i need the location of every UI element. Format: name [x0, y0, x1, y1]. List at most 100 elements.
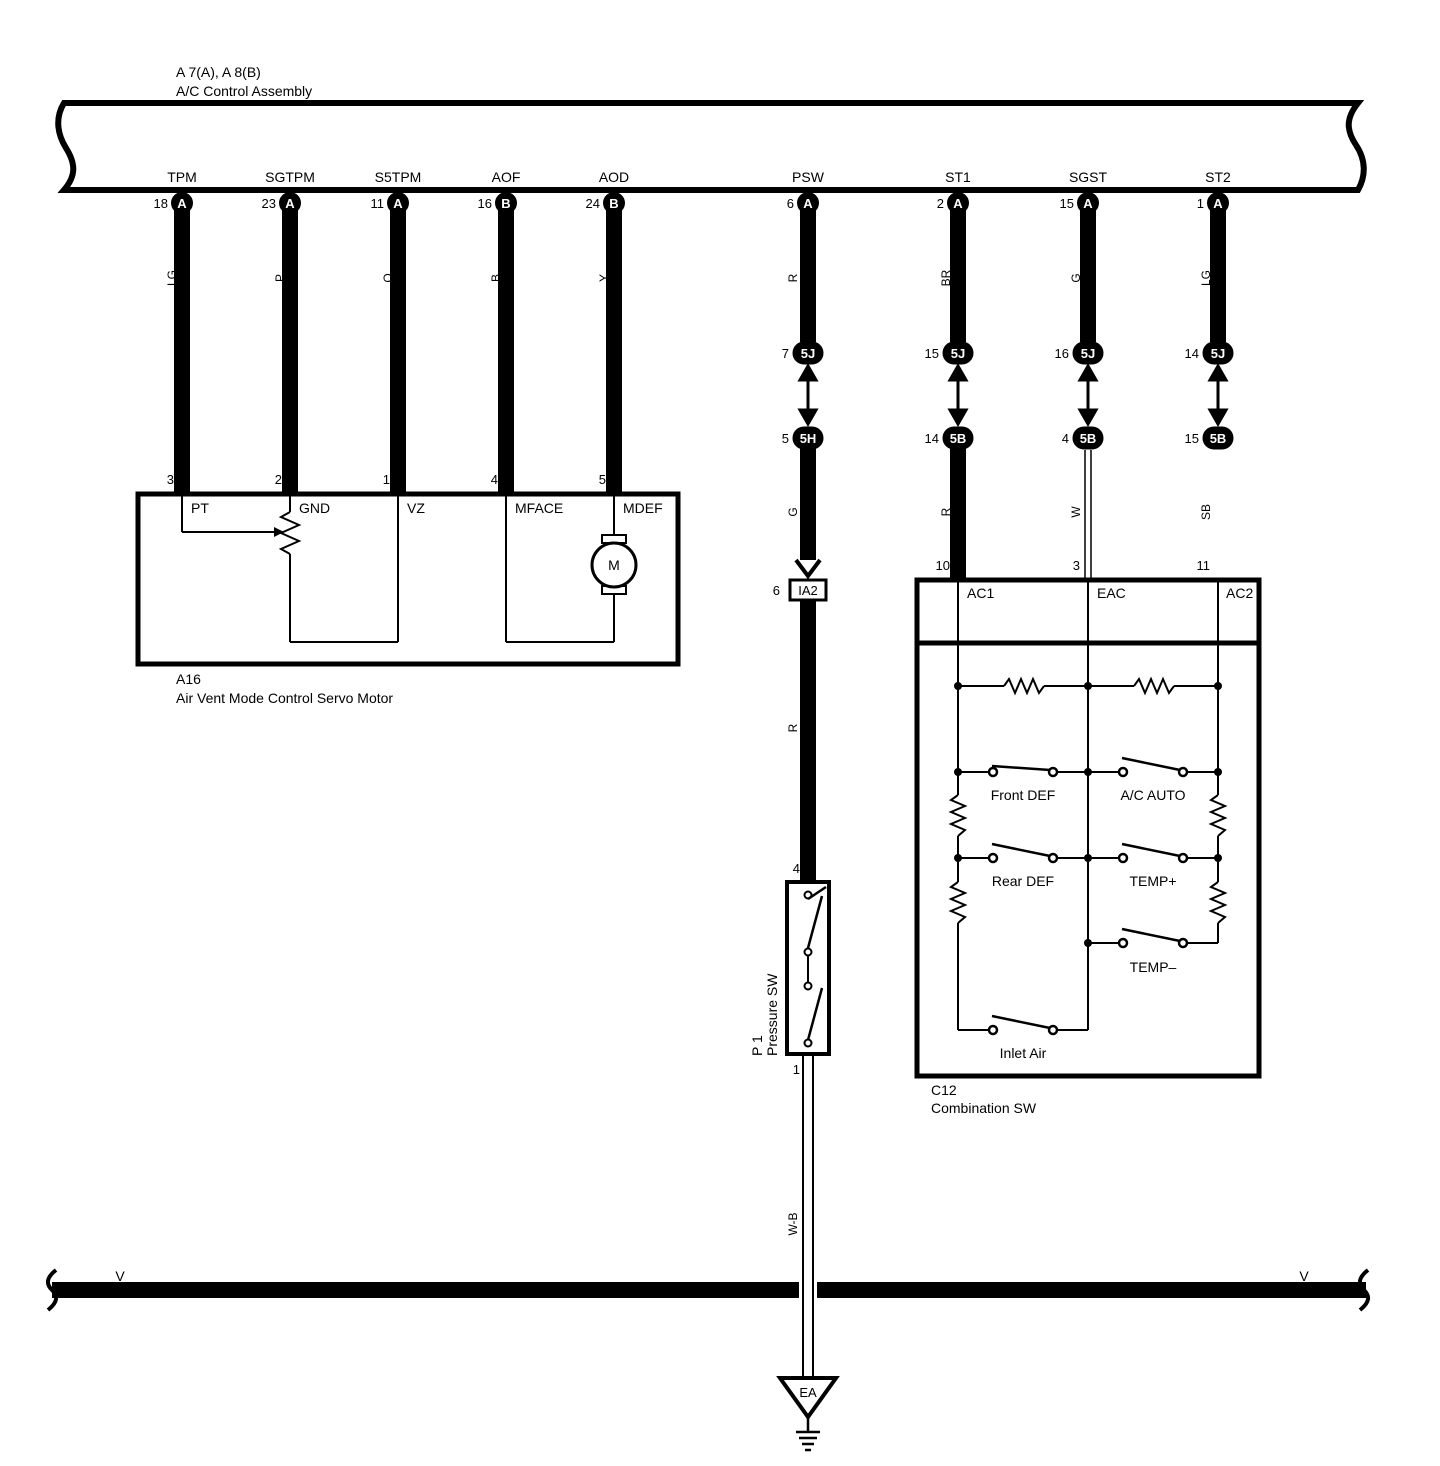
terminal-pin-aof: 16 — [478, 196, 492, 211]
terminal-conn-st1: A — [953, 196, 963, 211]
wire-color-ground: W-B — [786, 1212, 800, 1235]
terminal-st2 — [1207, 192, 1229, 214]
wire-sgst-lower — [1084, 450, 1092, 580]
ground-tag: EA — [799, 1385, 817, 1400]
pressure-sw-box — [785, 880, 831, 1056]
junction-tag-sgst-5b: 5B — [1080, 431, 1097, 446]
terminal-sgst — [1077, 192, 1099, 214]
combo-sw-pin-eac: 3 — [1073, 558, 1080, 573]
pressure-sw-ref: P 1 — [749, 1035, 765, 1056]
terminal-conn-aod: B — [609, 196, 618, 211]
terminal-pin-tpm: 18 — [154, 196, 168, 211]
junction-connectors — [792, 341, 1234, 450]
ia2-tag: IA2 — [798, 583, 818, 598]
ia2-pin: 6 — [773, 583, 780, 598]
junction-tag-psw-5j: 5J — [801, 346, 815, 361]
combo-sw-terminal-ac2: AC2 — [1226, 585, 1253, 601]
ground-triangle — [776, 1376, 840, 1421]
combo-sw-pin-ac2: 11 — [1197, 558, 1211, 573]
junction-tag-st2-5j: 5J — [1211, 346, 1225, 361]
terminal-pin-st2: 1 — [1197, 196, 1204, 211]
link-sgst — [1077, 362, 1099, 428]
switch-label-front-def: Front DEF — [991, 787, 1056, 803]
v-bus-label-left: V — [115, 1268, 125, 1284]
wire-color-sgst-upper: G — [1069, 273, 1083, 282]
terminal-name-sgst: SGST — [1069, 169, 1108, 185]
combo-sw-pin-ac1: 10 — [936, 558, 950, 573]
terminal-conn-s5tpm: A — [393, 196, 403, 211]
terminal-pin-sgtpm: 23 — [262, 196, 276, 211]
v-bus-right-break — [1357, 1268, 1371, 1312]
terminal-name-st2: ST2 — [1205, 169, 1231, 185]
combo-sw-ref: C12 — [931, 1082, 957, 1098]
servo-terminal-vz: VZ — [407, 500, 425, 516]
terminal-psw — [797, 192, 819, 214]
servo-terminal-gnd: GND — [299, 500, 330, 516]
terminal-conn-st2: A — [1213, 196, 1223, 211]
servo-name: Air Vent Mode Control Servo Motor — [176, 690, 393, 706]
servo-ref: A16 — [176, 671, 201, 687]
terminal-tpm — [171, 192, 193, 214]
ground-wire-through-bus — [802, 1278, 814, 1302]
wire-color-st1-upper: BR — [939, 269, 953, 286]
switch-temp-minus — [1117, 927, 1189, 949]
terminal-st1 — [947, 192, 969, 214]
switch-front-def — [987, 764, 1059, 778]
terminal-pin-psw: 6 — [787, 196, 794, 211]
servo-pin-mface: 4 — [491, 472, 498, 487]
wire-color-aof: B — [489, 274, 503, 282]
junction-pin-st1-5b: 14 — [925, 431, 939, 446]
motor-label: M — [608, 557, 620, 573]
switch-label-ac-auto: A/C AUTO — [1120, 787, 1185, 803]
v-bus-left-break — [45, 1268, 59, 1312]
servo-pin-vz: 1 — [383, 472, 390, 487]
pressure-sw-contacts — [803, 885, 827, 1048]
servo-terminal-mface: MFACE — [515, 500, 563, 516]
terminal-name-psw: PSW — [792, 169, 825, 185]
junction-pin-psw-5h: 5 — [782, 431, 789, 446]
wire-color-psw-upper: R — [786, 273, 800, 282]
wire-color-st2-lower: SB — [1199, 504, 1213, 520]
terminal-aof — [495, 192, 517, 214]
wire-color-psw-lower: R — [786, 723, 800, 732]
ia2-arrow — [794, 558, 822, 580]
terminal-pin-s5tpm: 11 — [371, 196, 385, 211]
servo-terminal-pt: PT — [191, 500, 209, 516]
terminal-connectors — [171, 192, 1229, 214]
v-bus-label-right: V — [1299, 1268, 1309, 1284]
wires — [174, 203, 1226, 882]
switch-label-rear-def: Rear DEF — [992, 873, 1054, 889]
junction-pin-sgst-5j: 16 — [1055, 346, 1069, 361]
wire-color-sgst-lower: W — [1069, 506, 1083, 518]
servo-pin-pt: 3 — [167, 472, 174, 487]
wiper-arrow — [274, 527, 284, 537]
ground-icon — [796, 1417, 820, 1452]
combo-sw-internal-lines — [948, 580, 1228, 1031]
junction-tag-st1-5j: 5J — [951, 346, 965, 361]
terminal-name-s5tpm: S5TPM — [375, 169, 422, 185]
v-bus-gap — [799, 1280, 817, 1300]
terminal-name-tpm: TPM — [167, 169, 197, 185]
switch-label-inlet-air: Inlet Air — [1000, 1045, 1047, 1061]
switch-temp-plus — [1117, 842, 1189, 864]
servo-internal-lines — [181, 494, 615, 643]
wire-color-tpm: LG — [165, 270, 179, 286]
terminal-conn-sgst: A — [1083, 196, 1093, 211]
wire-color-psw-mid: G — [786, 507, 800, 516]
terminal-name-aof: AOF — [492, 169, 521, 185]
servo-terminal-mdef: MDEF — [623, 500, 663, 516]
terminal-name-aod: AOD — [599, 169, 629, 185]
terminal-conn-sgtpm: A — [285, 196, 295, 211]
terminal-name-st1: ST1 — [945, 169, 971, 185]
combo-sw-terminal-ac1: AC1 — [967, 585, 994, 601]
motor-icon — [590, 534, 638, 595]
wire-color-st1-lower: R — [939, 507, 953, 516]
terminal-sgtpm — [279, 192, 301, 214]
terminal-pin-aod: 24 — [586, 196, 600, 211]
assembly-connector-ref: A 7(A), A 8(B) — [176, 64, 261, 80]
junction-pin-st2-5j: 14 — [1185, 346, 1199, 361]
servo-pin-gnd: 2 — [275, 472, 282, 487]
pressure-sw-pin-bottom: 1 — [793, 1062, 800, 1077]
servo-box — [135, 491, 681, 667]
terminal-s5tpm — [387, 192, 409, 214]
